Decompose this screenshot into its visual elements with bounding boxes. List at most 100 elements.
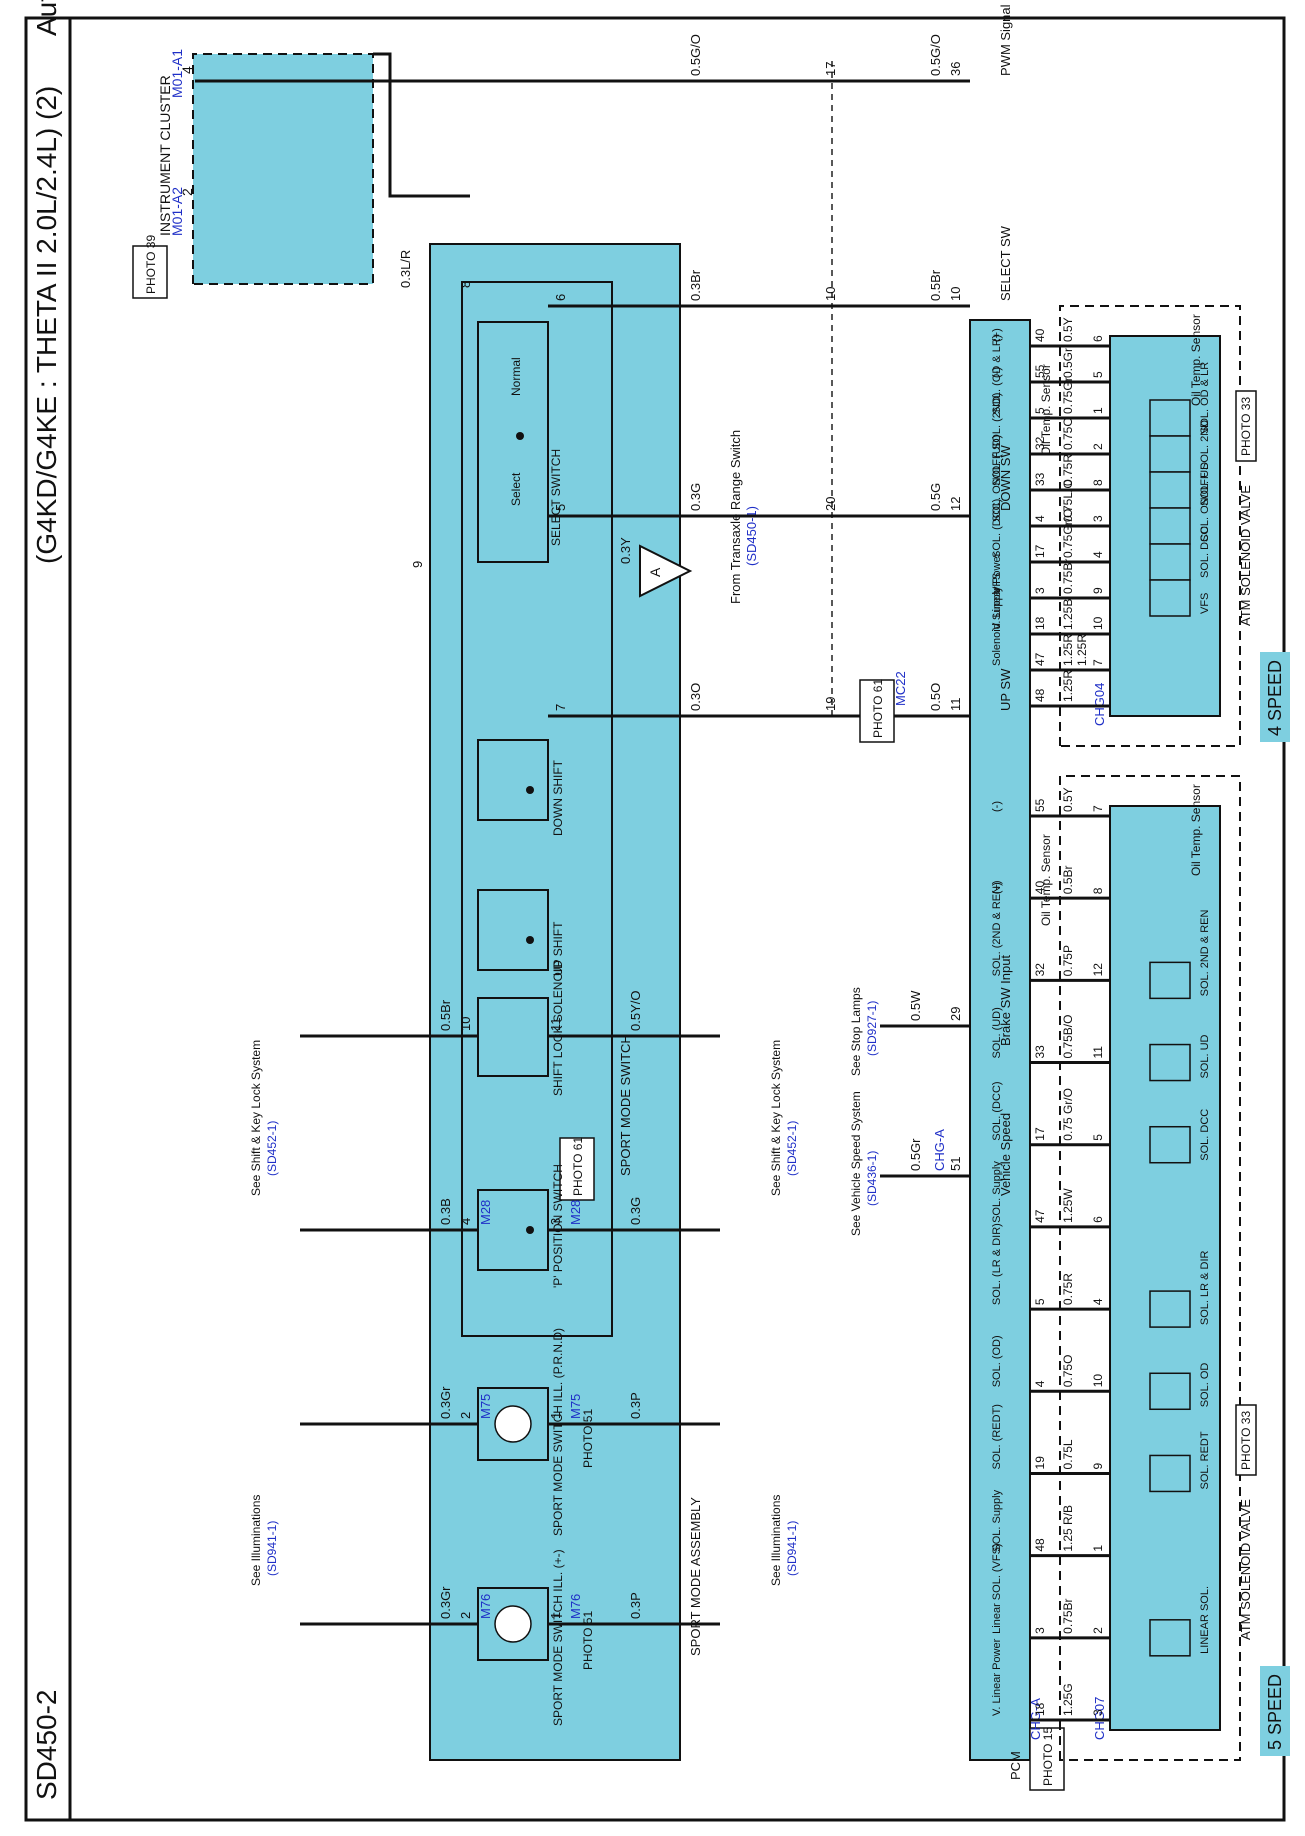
fiveSpeed-coil-label-2: SOL. 2ND & REN: [1199, 910, 1211, 997]
fiveSpeed-coil-label-4: SOL. DCC: [1199, 1109, 1211, 1161]
shift-lock-left-wire-label: 0.5Br: [438, 999, 453, 1031]
fourSpeed-coil-label-4: SOL. UD: [1199, 462, 1211, 506]
illum-wires: 0.3Gr 2 M75 0.3P 1 M75 0.3Gr 2 M76 0.3P …: [249, 1386, 799, 1626]
triangle-wire: 0.3Y: [618, 537, 633, 564]
fiveSpeed-pcm-pin-10: 3: [1033, 1627, 1047, 1634]
illum-prnd-right-label: 0.3P: [628, 1392, 643, 1419]
illum-pm-left-pin: 2: [458, 1612, 473, 1619]
fourSpeed-valve-pin-1: 5: [1091, 371, 1105, 378]
shift-lock-ref-left-link[interactable]: (SD452-1): [265, 1121, 279, 1176]
page-frame: [24, 16, 1286, 1822]
shift-lock-wires: 0.5Br 10 0.5Y/O 11 0.3B 4 M28 0.3G 3 M28…: [249, 991, 799, 1232]
fiveSpeed-wire-label-11: 1.25G: [1061, 1683, 1075, 1716]
shift-lock-left-pin: 10: [458, 1017, 473, 1031]
fiveSpeed-valve-pin-5: 6: [1091, 1216, 1105, 1223]
fourSpeed-valve-pin-7: 9: [1091, 587, 1105, 594]
fiveSpeed-valve-pin-1: 8: [1091, 887, 1105, 894]
fourSpeed-pcm-pin-6: 17: [1033, 544, 1047, 558]
fiveSpeed-pcm-label-4: SOL. (DCC): [991, 1081, 1003, 1140]
fourSpeed-pcm-pin-2: 5: [1033, 407, 1047, 414]
fiveSpeed-conn: CHG07: [1092, 1697, 1107, 1740]
fourSpeed-coil-label-2: SOL. OD & LR: [1199, 362, 1211, 434]
fourSpeed-pcm-pin-0: 40: [1033, 328, 1047, 342]
select-switch: Normal Select SELECT SWITCH: [477, 321, 563, 563]
fiveSpeed-coil-label-8: SOL. REDT: [1199, 1431, 1211, 1489]
sport-mode-assembly: SPORT MODE ASSEMBLY SPORT MODE SWITCH PH…: [429, 243, 703, 1761]
fiveSpeed-valve-pin-2: 12: [1091, 963, 1105, 977]
brake-pcm-pin: 29: [948, 1007, 963, 1021]
top-wire-right-label-2: 0.3G: [688, 483, 703, 511]
fourSpeed-coil-5: [1149, 507, 1191, 545]
fourSpeed-valve-pin-5: 3: [1091, 515, 1105, 522]
down-shift-switch: DOWN SHIFT: [477, 739, 565, 836]
cluster-name: INSTRUMENT CLUSTER: [157, 75, 173, 236]
fourSpeed-photo-box: [1235, 390, 1257, 462]
fiveSpeed-photo: PHOTO 33: [1239, 1411, 1253, 1470]
fourSpeed-wire-label-0: 0.5Y: [1061, 317, 1075, 342]
fiveSpeed-coil-6: [1149, 1290, 1191, 1328]
brake-ref-link[interactable]: (SD927-1): [865, 1001, 879, 1056]
fiveSpeed-wire-label-4: 0.75 Gr/O: [1061, 1088, 1075, 1141]
fiveSpeed-pcm-pin-5: 47: [1033, 1209, 1047, 1223]
fiveSpeed-wire-label-7: 0.75O: [1061, 1355, 1075, 1388]
illum-prnd-left-label: 0.3Gr: [438, 1386, 453, 1419]
fourSpeed-pcm-pin-1: 55: [1033, 364, 1047, 378]
shift-lock-ref-right-text: See Shift & Key Lock System: [769, 1040, 783, 1196]
fourSpeed-pcm-pin-8: 18: [1033, 616, 1047, 630]
fiveSpeed-pcm-pin-8: 19: [1033, 1456, 1047, 1470]
fiveSpeed-pcm-pin-3: 33: [1033, 1045, 1047, 1059]
fourSpeed-wire-label-4: 0.75R: [1061, 454, 1075, 486]
illum-pm-right-pin: 1: [548, 1612, 563, 1619]
p-left-conn: M28: [478, 1200, 493, 1225]
select-switch-select: Select: [509, 472, 523, 506]
fourSpeed-valve-pin-9: 7: [1091, 659, 1105, 666]
top-wire-pcm-pin-2: 12: [948, 497, 963, 511]
sport-switch-name: SPORT MODE SWITCH: [618, 1034, 633, 1176]
fourSpeed-tag: 4 SPEED: [1265, 660, 1285, 736]
illum-prnd-left-conn: M75: [478, 1394, 493, 1419]
brake-pcm-label: Brake SW Input: [998, 955, 1013, 1046]
fiveSpeed-wire-label-10: 0.75Br: [1061, 1598, 1075, 1633]
illum-ref-right-link[interactable]: (SD941-1): [785, 1521, 799, 1576]
fiveSpeed-pcm-pin-6: 5: [1033, 1298, 1047, 1305]
pcm-photo: PHOTO 15: [1041, 1727, 1055, 1786]
fourSpeed-pcm-pin-4: 33: [1033, 472, 1047, 486]
illum-prnd-lamp-icon: [494, 1405, 532, 1443]
page-variant: (G4KD/G4KE : THETA II 2.0L/2.4L) (2): [31, 86, 62, 564]
fiveSpeed-wire-label-8: 0.75L: [1061, 1439, 1075, 1469]
select-switch-body: [477, 321, 549, 563]
fiveSpeed-coil-7: [1149, 1372, 1191, 1411]
fiveSpeed-coil-3: [1149, 1043, 1191, 1082]
shift-lock-right-pin: 11: [548, 1018, 563, 1032]
fiveSpeed-valve-pin-11: 3: [1091, 1709, 1105, 1716]
triangle-ref-link[interactable]: (SD450-1): [744, 506, 759, 566]
fourSpeed-pcm-pin-5: 4: [1033, 515, 1047, 522]
fourSpeed-wire2-label-9: 1.25R: [1075, 634, 1089, 666]
fiveSpeed-pcm-label-11: V. Linear Power: [991, 1638, 1003, 1716]
fiveSpeed-valve-pin-3: 11: [1091, 1046, 1105, 1059]
fourSpeed-wire-label-2: 0.75Gr: [1061, 377, 1075, 414]
triangle-label: A: [647, 567, 663, 577]
fourSpeed-wire-label-7: 0.75Br: [1061, 559, 1075, 594]
triangle-pin: 9: [410, 561, 425, 568]
illum-pm-left-label: 0.3Gr: [438, 1586, 453, 1619]
fiveSpeed-wire-label-5: 1.25W: [1061, 1188, 1075, 1223]
fiveSpeed-wire-label-2: 0.75P: [1061, 945, 1075, 976]
speed-ref-link[interactable]: (SD436-1): [865, 1151, 879, 1206]
fourSpeed-pcm-pin-10: 48: [1033, 688, 1047, 702]
illum-ref-left-link[interactable]: (SD941-1): [265, 1521, 279, 1576]
top-wire-left-label-3: 0.5O: [928, 683, 943, 711]
fiveSpeed-pcm-label-3: SOL. (UD): [991, 1007, 1003, 1058]
up-shift-switch: UP SHIFT: [477, 889, 565, 976]
illum-prnd-right-conn: M75: [568, 1394, 583, 1419]
fourSpeed-coil-7: [1149, 579, 1191, 617]
illum-pm-left-conn: M76: [478, 1594, 493, 1619]
fiveSpeed-valve-pin-9: 1: [1091, 1545, 1105, 1552]
fiveSpeed-valve-pin-7: 10: [1091, 1374, 1105, 1388]
shift-lock-ref-right-link[interactable]: (SD452-1): [785, 1121, 799, 1176]
top-wire-pcm-pin-0: 36: [948, 62, 963, 76]
fourSpeed-pcm-pin-3: 32: [1033, 436, 1047, 450]
up-shift-name: UP SHIFT: [551, 921, 565, 976]
mc22-conn: MC22: [893, 671, 908, 706]
